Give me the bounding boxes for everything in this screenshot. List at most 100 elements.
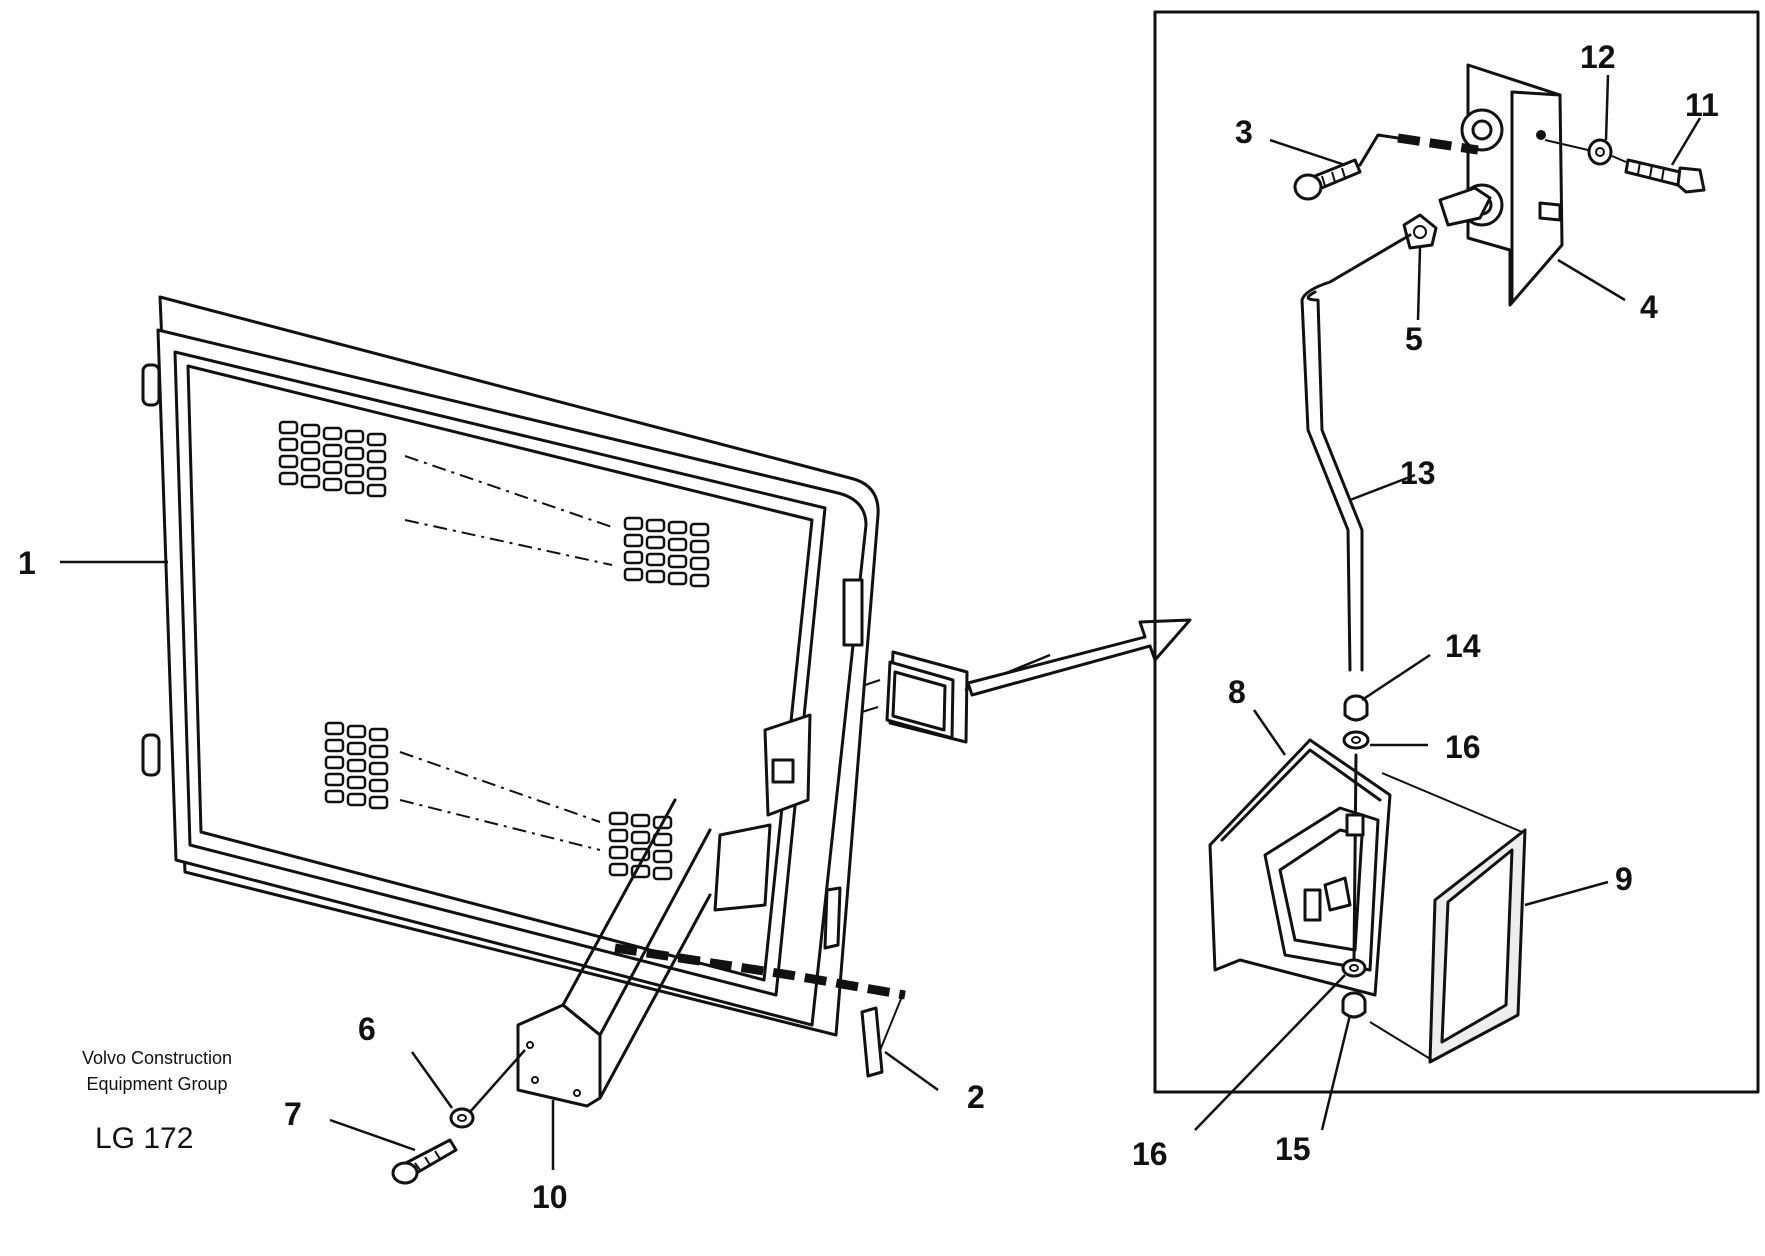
indicator-cell	[346, 775, 367, 790]
indicator-cell	[324, 738, 345, 753]
callout-6: 6	[358, 1011, 376, 1047]
indicator-cell	[623, 567, 644, 582]
callout-2: 2	[967, 1079, 985, 1115]
indicator-cell	[645, 535, 666, 550]
indicator-cell	[322, 477, 343, 492]
indicator-cell	[366, 449, 387, 464]
indicator-cell	[346, 724, 367, 739]
indicator-cell	[667, 571, 688, 586]
indicator-cell	[608, 828, 629, 843]
screw-3	[1269, 133, 1479, 201]
lock-housing-external	[861, 650, 1051, 744]
indicator-cell	[652, 849, 673, 864]
washer-16-lower	[1194, 958, 1367, 1131]
instrument-panel-cover	[141, 295, 880, 1037]
indicator-cell	[322, 460, 343, 475]
lock-stem	[1345, 753, 1365, 962]
callout-numbers: 1 2 3 4 5 6 7 8 9 10 11 12 13 14 15 16 1…	[18, 39, 1719, 1215]
indicator-cell	[324, 755, 345, 770]
indicator-cell	[689, 556, 710, 571]
indicator-cell	[344, 446, 365, 461]
indicator-cell	[278, 420, 299, 435]
callout-7: 7	[284, 1096, 302, 1132]
indicator-cell	[346, 792, 367, 807]
nut-15	[1320, 991, 1367, 1131]
callout-10: 10	[532, 1179, 568, 1215]
callout-16-lower: 16	[1132, 1136, 1168, 1172]
callout-16-upper: 16	[1445, 729, 1481, 765]
indicator-cell	[300, 457, 321, 472]
indicator-cell	[324, 721, 345, 736]
callout-8: 8	[1228, 674, 1246, 710]
indicator-cell	[667, 554, 688, 569]
indicator-cell	[324, 772, 345, 787]
indicator-grid-top-right	[623, 516, 710, 588]
indicator-cell	[645, 569, 666, 584]
callout-1: 1	[18, 545, 36, 581]
nut-5	[1402, 186, 1492, 321]
indicator-cell	[623, 533, 644, 548]
leader-7	[329, 1118, 416, 1152]
callout-9: 9	[1615, 861, 1633, 897]
indicator-cell	[623, 516, 644, 531]
credit-line-2: Equipment Group	[86, 1074, 227, 1094]
indicator-cell	[608, 862, 629, 877]
callout-15: 15	[1275, 1131, 1311, 1167]
indicator-cell	[324, 789, 345, 804]
screw-7	[391, 1138, 458, 1185]
indicator-cell	[322, 426, 343, 441]
indicator-cell	[689, 573, 710, 588]
indicator-cell	[368, 727, 389, 742]
callout-12: 12	[1580, 39, 1616, 75]
figure-code: LG 172	[95, 1122, 193, 1155]
indicator-cell	[689, 539, 710, 554]
washer-6	[410, 1049, 526, 1129]
detail-frame	[1153, 10, 1760, 1094]
indicator-cell	[366, 466, 387, 481]
indicator-cell	[300, 440, 321, 455]
indicator-cell	[667, 520, 688, 535]
indicator-cell	[645, 552, 666, 567]
gasket-9	[1369, 772, 1609, 1064]
bolt-11	[1611, 117, 1706, 194]
callout-3: 3	[1235, 114, 1253, 150]
spacer-strip-2	[860, 1006, 939, 1092]
callout-11: 11	[1685, 87, 1719, 123]
indicator-cell	[344, 480, 365, 495]
indicator-cell	[368, 778, 389, 793]
nut-14	[1343, 653, 1431, 722]
indicator-cell	[300, 423, 321, 438]
indicator-cell	[300, 474, 321, 489]
lock-bracket-4	[1460, 63, 1626, 307]
indicator-cell	[630, 813, 651, 828]
indicator-cell	[322, 443, 343, 458]
enlarge-arrow	[966, 618, 1192, 697]
indicator-cell	[366, 483, 387, 498]
indicator-cell	[344, 429, 365, 444]
lock-body-8	[1208, 709, 1392, 997]
indicator-cell	[608, 811, 629, 826]
indicator-grid-top-left	[278, 420, 387, 498]
indicator-cell	[278, 437, 299, 452]
washer-16-upper	[1342, 730, 1428, 750]
bracket-10	[516, 798, 906, 1170]
indicator-cell	[652, 866, 673, 881]
indicator-cell	[346, 758, 367, 773]
callout-5: 5	[1405, 321, 1423, 357]
credit-line-1: Volvo Construction	[82, 1048, 232, 1068]
indicator-cell	[278, 471, 299, 486]
indicator-cell	[689, 522, 710, 537]
grid-connection-lines	[399, 455, 613, 851]
indicator-cell	[346, 741, 367, 756]
indicator-cell	[368, 795, 389, 810]
indicator-cell	[278, 454, 299, 469]
indicator-cell	[645, 518, 666, 533]
indicator-cell	[667, 537, 688, 552]
rod-13	[1300, 233, 1416, 672]
indicator-cell	[623, 550, 644, 565]
indicator-cell	[368, 761, 389, 776]
washer-12	[1544, 74, 1613, 166]
callout-13: 13	[1400, 455, 1436, 491]
indicator-grid-bottom-left	[324, 721, 389, 810]
